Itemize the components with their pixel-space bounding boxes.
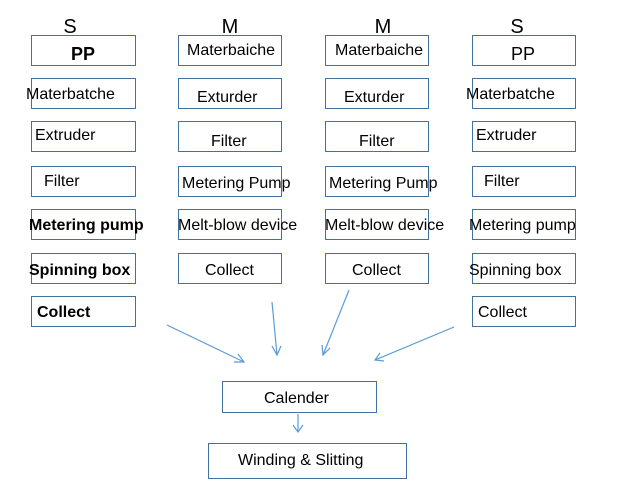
column-header-m-left: M	[221, 16, 239, 38]
step-label-filter: Filter	[44, 173, 80, 190]
step-label-filter: Filter	[211, 133, 247, 150]
step-label-exturder: Exturder	[344, 89, 405, 106]
column-header-s-right: S	[510, 16, 524, 38]
step-label-collect: Collect	[478, 304, 527, 321]
process-box	[325, 166, 429, 197]
step-label-metering-pump: Metering Pump	[329, 175, 438, 192]
process-box	[325, 253, 429, 284]
process-box	[178, 166, 282, 197]
process-box	[178, 78, 282, 109]
process-box	[472, 166, 576, 197]
process-box	[31, 166, 136, 197]
process-box	[325, 35, 429, 66]
process-box	[325, 209, 429, 240]
calender-label: Calender	[264, 390, 329, 407]
step-label-materbaiche: Materbaiche	[335, 42, 424, 59]
step-label-collect: Collect	[37, 304, 91, 321]
column-header-s-left: S	[63, 16, 77, 38]
step-label-extruder: Extruder	[476, 127, 537, 144]
step-label-materbatche: Materbatche	[26, 86, 115, 103]
column-header-m-right: M	[374, 16, 392, 38]
process-box	[472, 253, 576, 284]
calender-box	[222, 381, 377, 413]
process-box	[178, 35, 282, 66]
process-box	[31, 78, 136, 109]
step-label-metering-pump: Metering Pump	[182, 175, 291, 192]
process-box	[178, 121, 282, 152]
step-label-spinning-box: Spinning box	[29, 262, 131, 279]
process-box	[472, 209, 576, 240]
process-box	[31, 209, 136, 240]
step-label-melt-blow-device: Melt-blow device	[178, 217, 298, 234]
step-label-exturder: Exturder	[197, 89, 258, 106]
step-label-metering-pump: Metering pump	[29, 217, 144, 234]
arrowhead-col2	[271, 345, 282, 357]
process-box	[472, 296, 576, 327]
process-box	[472, 35, 576, 66]
winding-slitting-label: Winding & Slitting	[238, 452, 364, 469]
process-box	[178, 253, 282, 284]
step-label-metering-pump: Metering pump	[469, 217, 576, 234]
process-box	[325, 78, 429, 109]
process-box	[178, 209, 282, 240]
arrowhead-col3	[321, 344, 331, 357]
process-box	[472, 78, 576, 109]
step-label-extruder: Extruder	[35, 127, 96, 144]
step-label-materbatche: Materbatche	[466, 86, 555, 103]
arrow-col4-to-calender	[374, 326, 455, 361]
process-box	[31, 35, 136, 66]
winding-slitting-box	[208, 443, 407, 479]
process-box	[31, 121, 136, 152]
process-box	[472, 121, 576, 152]
arrow-col3-to-calender	[322, 289, 350, 356]
arrow-col1-to-calender	[166, 324, 245, 363]
process-box	[325, 121, 429, 152]
step-label-filter: Filter	[484, 173, 520, 190]
step-label-materbaiche: Materbaiche	[187, 42, 276, 59]
arrowhead-col4	[373, 352, 385, 362]
arrowhead-col1	[234, 353, 246, 363]
process-box	[31, 296, 136, 327]
arrowhead-calender	[292, 424, 304, 434]
step-label-collect: Collect	[352, 262, 401, 279]
arrow-col2-to-calender	[271, 301, 278, 356]
step-label-filter: Filter	[359, 133, 395, 150]
process-box	[31, 253, 136, 284]
step-label-spinning-box: Spinning box	[469, 262, 562, 279]
step-label-pp: PP	[71, 44, 96, 64]
step-label-collect: Collect	[205, 262, 254, 279]
step-label-melt-blow-device: Melt-blow device	[325, 217, 445, 234]
step-label-pp: PP	[511, 44, 536, 64]
